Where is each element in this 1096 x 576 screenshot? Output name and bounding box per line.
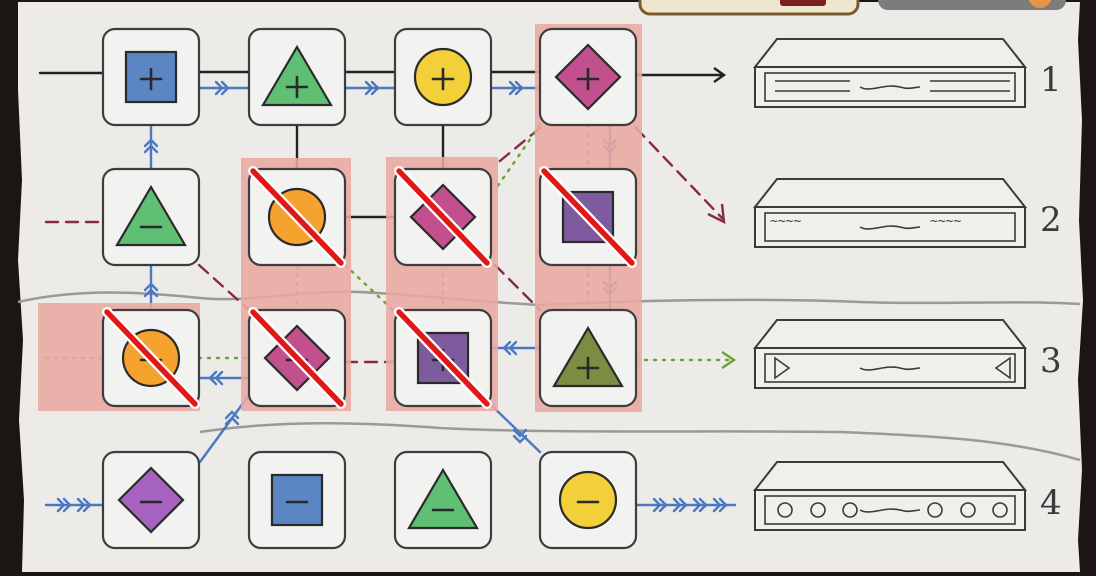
wire-arrow-r3-left xyxy=(208,370,224,386)
tray-slot xyxy=(859,366,921,371)
output-label-2: 2 xyxy=(1040,200,1062,240)
triangle-shape xyxy=(115,184,187,247)
cross-mark-r2-c2 xyxy=(248,166,346,268)
wire-arrow-out4-0 xyxy=(652,497,668,513)
orange-indicator xyxy=(1028,0,1052,8)
tile-r1-c2[interactable] xyxy=(247,27,347,127)
square-shape xyxy=(270,473,324,527)
tray-lid xyxy=(752,38,1028,68)
wire-diag-r1-r2 xyxy=(493,126,542,167)
tray-inner xyxy=(764,212,1016,242)
crosses xyxy=(102,166,637,409)
arrow-output-2 xyxy=(707,203,726,225)
wire-arrow-r3-r4 xyxy=(224,410,240,426)
cross-line xyxy=(250,168,344,266)
tray-pattern-right: ~~~~ xyxy=(930,214,961,229)
top-button-fragment[interactable] xyxy=(878,0,1066,10)
cross-mark-r3-c3 xyxy=(394,307,492,409)
cross-line xyxy=(396,309,490,407)
tray-slot xyxy=(859,85,921,90)
wire-diag-r2-r3 xyxy=(493,263,542,312)
wire-arrow-out4-3 xyxy=(712,497,728,513)
arrow-output-3 xyxy=(721,351,737,369)
tray-circle xyxy=(927,502,943,518)
tile-r4-c4[interactable] xyxy=(538,450,638,550)
tray-lid xyxy=(752,319,1028,349)
wire-arrow-r1-c3 xyxy=(508,80,524,96)
tray-lid xyxy=(752,178,1028,208)
wire-green-diag-1 xyxy=(493,123,542,192)
tray-inner xyxy=(764,72,1016,102)
wire-r3-r4-right xyxy=(489,403,542,454)
wire-arrow-out4-1 xyxy=(672,497,688,513)
tray-circle xyxy=(842,502,858,518)
wire-arrow-in4-b xyxy=(76,497,92,513)
output-tray-1[interactable]: 1 xyxy=(752,38,1062,108)
wire-arrow-out4-2 xyxy=(692,497,708,513)
wire-r3-r4-blue xyxy=(198,393,251,464)
wire-arrow-up-c1 xyxy=(143,138,159,154)
wire-arrow-r1-c1 xyxy=(214,80,230,96)
cross-mark-r3-c1 xyxy=(102,307,200,409)
wire-arrow-r1-c2 xyxy=(364,80,380,96)
tile-r2-c1[interactable] xyxy=(101,167,201,267)
output-label-1: 1 xyxy=(1040,60,1062,100)
tray-lid xyxy=(752,461,1028,491)
tile-r1-c4[interactable] xyxy=(538,27,638,127)
output-tray-2[interactable]: ~~~~ ~~~~ 2 xyxy=(752,178,1062,248)
cross-mark-r2-c4 xyxy=(539,166,637,268)
paper-tear-lower xyxy=(199,422,1081,462)
wire-arrow-up-c1-b xyxy=(143,282,159,298)
tray-slot xyxy=(859,508,921,513)
tray-circle xyxy=(777,502,793,518)
tile-r4-c3[interactable] xyxy=(393,450,493,550)
output-label-3: 3 xyxy=(1040,341,1062,381)
arrow-output-1 xyxy=(713,67,727,83)
tray-pattern-left: ~~~~ xyxy=(770,214,801,229)
tray-slot xyxy=(859,225,921,230)
tile-r3-c4[interactable] xyxy=(538,308,638,408)
tile-r1-c1[interactable] xyxy=(101,27,201,127)
output-tray-3[interactable]: 3 xyxy=(752,319,1062,389)
top-panel-inner xyxy=(780,0,826,6)
cross-line xyxy=(396,168,490,266)
triangle-shape xyxy=(407,467,479,530)
wires xyxy=(38,67,737,513)
diamond-shape xyxy=(117,466,185,534)
tile-r4-c2[interactable] xyxy=(247,450,347,550)
tile-r1-c3[interactable] xyxy=(393,27,493,127)
output-tray-4[interactable]: 4 xyxy=(752,461,1062,531)
wire-to-output-2 xyxy=(634,126,724,220)
cross-mark-r3-c2 xyxy=(248,307,346,409)
wire-arrow-in4-a xyxy=(56,497,72,513)
circle-shape xyxy=(558,470,618,530)
cross-mark-r2-c3 xyxy=(394,166,492,268)
tray-inner xyxy=(764,495,1016,525)
cross-line xyxy=(541,168,635,266)
tray-circle xyxy=(992,502,1008,518)
wire-arrow-r3-c3 xyxy=(502,340,518,356)
cross-line xyxy=(104,309,198,407)
tile-r4-c1[interactable] xyxy=(101,450,201,550)
tray-triangle-right xyxy=(994,356,1011,380)
tray-circle xyxy=(960,502,976,518)
output-label-4: 4 xyxy=(1040,483,1062,523)
tray-inner xyxy=(764,353,1016,383)
cross-line xyxy=(250,309,344,407)
wire-arrow-r3-r4-b xyxy=(512,428,528,444)
wire-diag-c1-c2 xyxy=(197,263,251,312)
tray-circle xyxy=(810,502,826,518)
output-trays: 1 ~~~~ ~~~~ 2 3 4 xyxy=(752,38,1062,531)
tray-triangle-left xyxy=(774,356,791,380)
